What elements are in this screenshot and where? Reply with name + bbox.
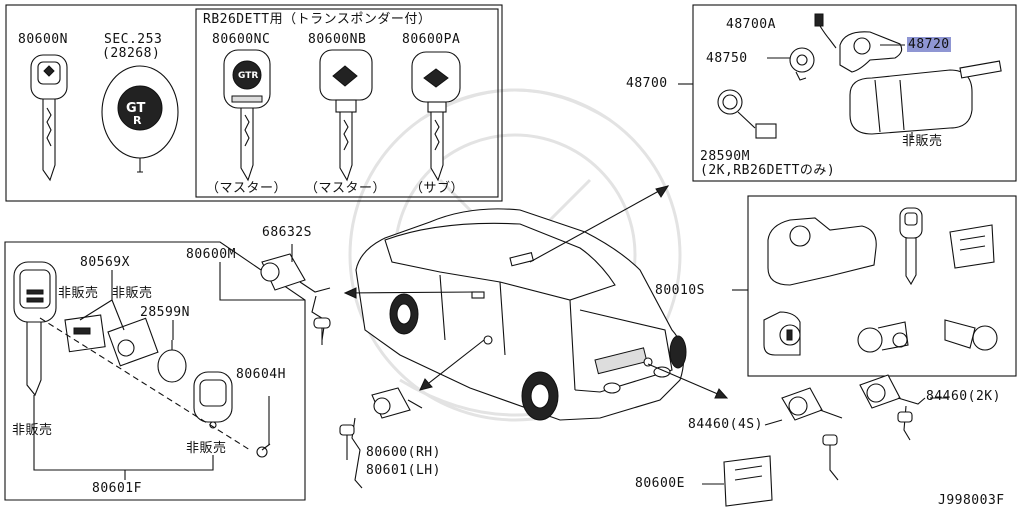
label-master-2: （マスター）: [305, 181, 387, 196]
ignition-lock-body[interactable]: [849, 60, 1002, 140]
lockset-bracket[interactable]: [949, 224, 995, 269]
label-80604h: 80604H: [236, 367, 286, 382]
lockset-glove-cylinder[interactable]: [763, 311, 801, 356]
lockset-trunk-cylinder[interactable]: [944, 319, 998, 351]
keyset-bracket-line: [33, 420, 214, 480]
label-84460-2k: 84460(2K): [926, 389, 1001, 404]
label-80010s: 80010S: [655, 283, 705, 298]
label-80600m: 80600M: [186, 247, 236, 262]
label-84460-4s: 84460(4S): [688, 417, 763, 432]
key-switch-48750[interactable]: [767, 47, 815, 81]
key-80600pa[interactable]: [411, 51, 461, 182]
label-48720: 48720: [907, 37, 951, 52]
svg-text:R: R: [133, 114, 142, 127]
svg-text:GT: GT: [126, 101, 145, 116]
lock-cylinder-68632s[interactable]: [260, 253, 331, 345]
ignition-wire-48700a[interactable]: [814, 13, 837, 49]
label-48700a: 48700A: [726, 17, 776, 32]
label-sec253: SEC.253: [104, 32, 163, 47]
label-28599n: 28599N: [140, 305, 190, 320]
keyset-fob-shell[interactable]: [193, 371, 233, 429]
battery-28599n[interactable]: [157, 340, 187, 383]
key-panel-box: [5, 4, 503, 202]
antenna-ring-28590m[interactable]: [717, 89, 777, 139]
lockset-ignition-cylinder[interactable]: [767, 217, 877, 286]
steering-lock-48720[interactable]: [839, 31, 905, 73]
key-80600n[interactable]: [30, 54, 68, 182]
label-sec253-sub: (28268): [102, 46, 161, 61]
label-68632s: 68632S: [262, 225, 312, 240]
label-sub: （サブ）: [410, 181, 465, 196]
lock-set-panel-box: [747, 195, 1017, 377]
key-80600nb[interactable]: [319, 49, 373, 182]
key-80600nc[interactable]: GTR: [223, 49, 271, 182]
label-not-for-sale-top: 非販売: [902, 134, 943, 149]
pointer-arrows: [343, 185, 729, 399]
screw-80604h[interactable]: [256, 396, 271, 458]
label-28590m: 28590M: [700, 149, 750, 164]
assembly-dash-line: [39, 317, 251, 451]
label-28590m-note: (2K,RB26DETTのみ): [700, 163, 836, 178]
bracket-80600e[interactable]: [702, 455, 773, 507]
remote-fob-28268[interactable]: GT R: [101, 65, 179, 173]
trunk-cylinder-84460-2k[interactable]: [859, 374, 948, 441]
lockset-door-cylinder[interactable]: [857, 321, 909, 353]
label-80600n: 80600N: [18, 32, 68, 47]
label-48750: 48750: [706, 51, 748, 66]
keyset-key-blank[interactable]: [13, 261, 57, 420]
lockset-key[interactable]: [899, 207, 923, 286]
transponder-chip-80569x[interactable]: [64, 314, 159, 367]
label-48700: 48700: [626, 76, 668, 91]
label-80601f: 80601F: [92, 481, 142, 496]
leader-lines: [79, 244, 305, 340]
transponder-key-subbox: [195, 8, 499, 198]
label-80600nb: 80600NB: [308, 32, 367, 47]
ignition-panel-box: [692, 4, 1017, 182]
label-not-for-sale-b: 非販売: [112, 286, 153, 301]
car-illustration: [355, 208, 687, 421]
label-diagram-code: J998003F: [938, 493, 1005, 508]
door-lock-cylinder-80600[interactable]: [339, 387, 423, 489]
label-80601-lh: 80601(LH): [366, 463, 441, 478]
label-box-title: RB26DETT用（トランスポンダー付）: [203, 12, 432, 27]
label-not-for-sale-left: 非販売: [12, 423, 53, 438]
label-80600e: 80600E: [635, 476, 685, 491]
keyset-panel-box: [4, 241, 306, 501]
label-not-for-sale-right: 非販売: [186, 441, 227, 456]
label-80600pa: 80600PA: [402, 32, 461, 47]
label-80569x: 80569X: [80, 255, 130, 270]
svg-text:GTR: GTR: [238, 71, 258, 81]
label-80600nc: 80600NC: [212, 32, 271, 47]
label-80600-rh: 80600(RH): [366, 445, 441, 460]
label-not-for-sale-a: 非販売: [58, 286, 99, 301]
label-48720-highlight: 48720: [907, 37, 951, 52]
label-master-1: （マスター）: [206, 181, 288, 196]
trunk-cylinder-84460-4s[interactable]: [764, 387, 843, 481]
